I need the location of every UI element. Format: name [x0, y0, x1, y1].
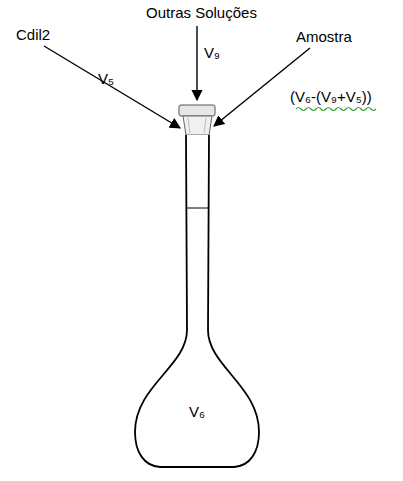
volume-formula: (V₆-(V₉+V₅))	[290, 88, 372, 106]
volume-label: V₅	[98, 70, 114, 88]
sample-label: Amostra	[296, 28, 352, 46]
pour-arrow	[44, 46, 180, 128]
spellcheck-underline	[296, 108, 376, 111]
volume-label: V₉	[204, 44, 220, 62]
concentration-label: Cdil2	[16, 26, 50, 44]
pour-arrow	[214, 48, 310, 126]
volumetric-flask: V₆	[130, 104, 264, 472]
pour-arrow	[196, 26, 197, 100]
solution-label: Outras Soluções	[146, 4, 257, 22]
volume-label: V₆	[189, 403, 205, 421]
